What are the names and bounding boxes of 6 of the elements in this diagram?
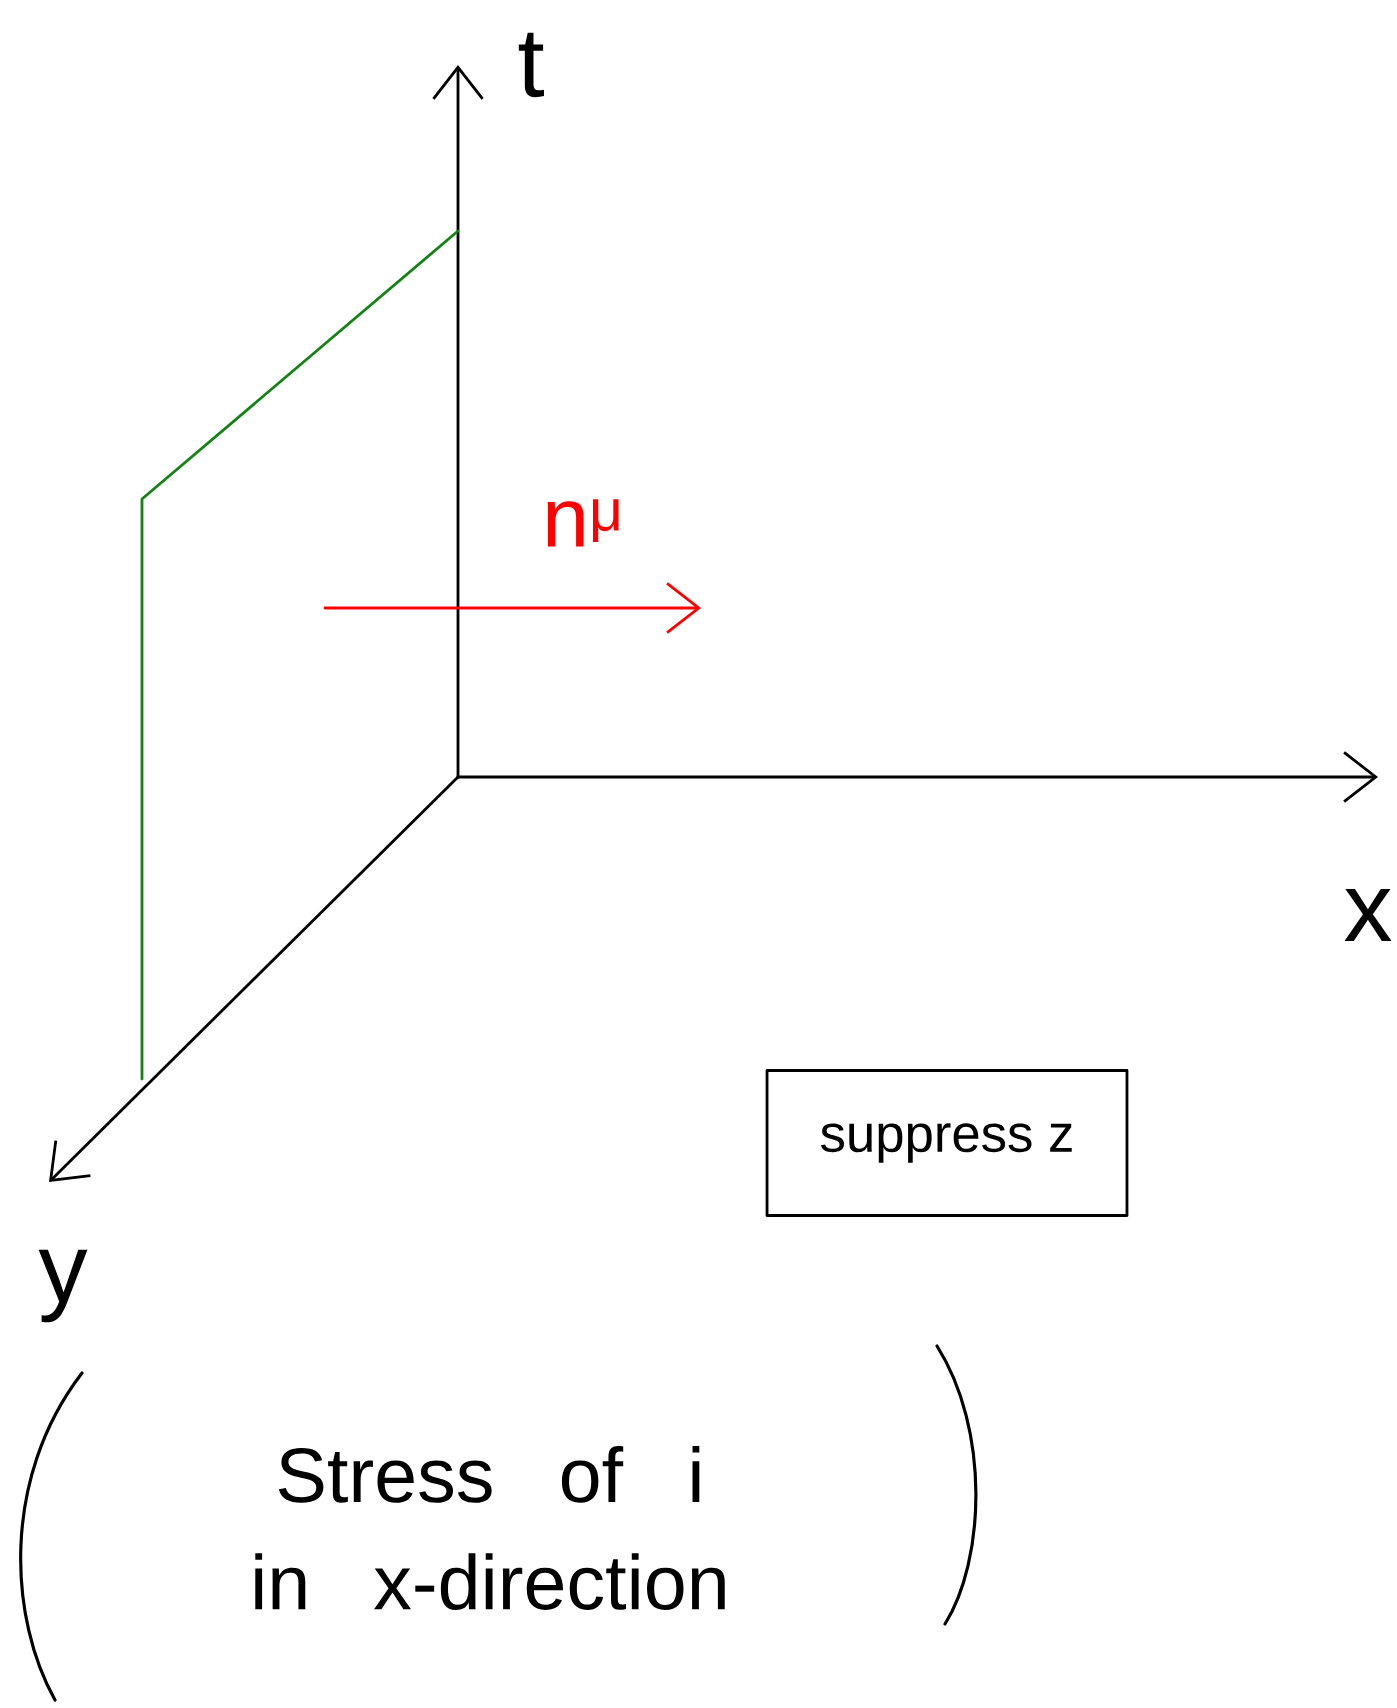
text-box: suppress z	[765, 1069, 1129, 1217]
axis-label: x	[1344, 889, 1392, 941]
axis-label: y	[38, 1249, 88, 1323]
caption-text: Stress of i in x-direction	[255, 1446, 725, 1610]
vector-label: n$^{μ}$	[547, 499, 619, 547]
axis-label: t	[518, 32, 544, 98]
